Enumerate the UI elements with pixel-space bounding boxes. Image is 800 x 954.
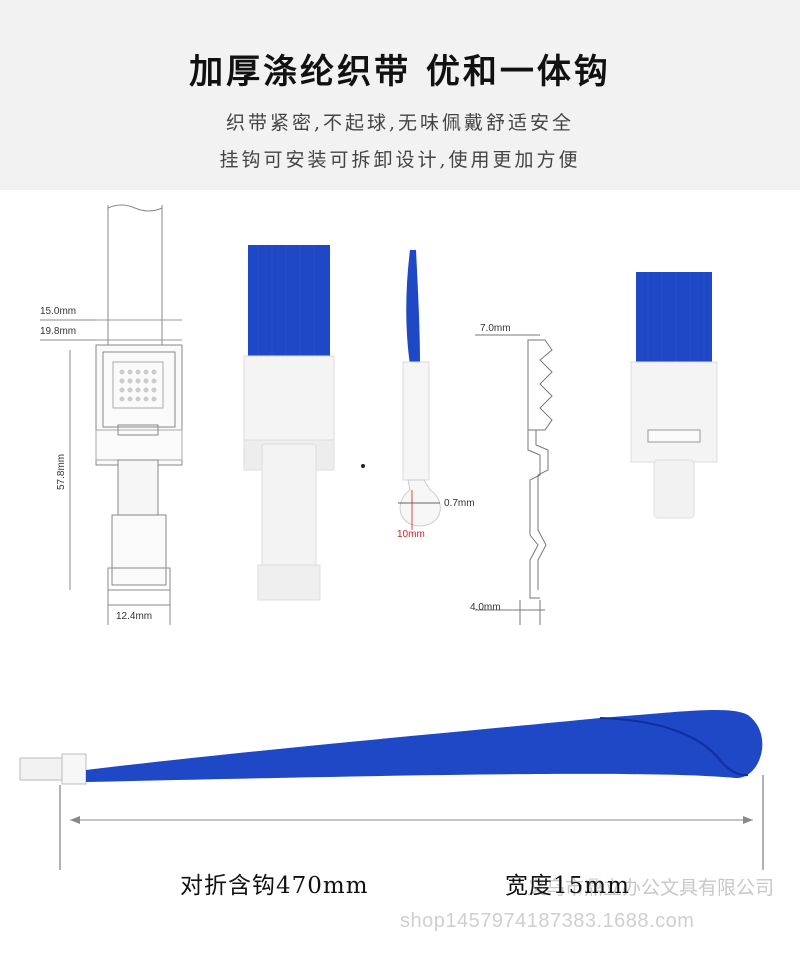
subtitle-line-2: 挂钩可安装可拆卸设计,使用更加方便 — [219, 149, 581, 171]
dim-hook-thickness: 0.7mm — [444, 498, 475, 509]
dim-hook-diameter: 10mm — [397, 529, 425, 540]
dim-width-outer: 15.0mm — [40, 306, 76, 317]
page-title: 加厚涤纶织带 优和一体钩 — [189, 52, 611, 92]
subtitle-line-1: 织带紧密,不起球,无味佩戴舒适安全 — [225, 112, 575, 134]
grip-dot-pattern — [119, 369, 157, 402]
lanyard-illustration — [19, 709, 764, 870]
dim-height-clip: 57.8mm — [56, 454, 67, 490]
width-caption: 宽度15mm — [505, 873, 630, 899]
bullet-marker — [361, 464, 365, 468]
header-band — [0, 0, 800, 190]
dim-profile-bottom: 4.0mm — [470, 602, 501, 613]
clip-side-view — [398, 250, 441, 530]
clip-front-view — [243, 245, 335, 601]
clip-back-view — [630, 272, 718, 519]
hook-profile-drawing — [475, 334, 553, 625]
dim-width-clip: 19.8mm — [40, 326, 76, 337]
product-diagram: 15.0mm 19.8mm 57.8mm 12.4mm 0.7mm 10mm — [40, 204, 718, 625]
length-caption: 对折含钩470mm — [180, 873, 369, 899]
clip-technical-drawing — [40, 204, 183, 625]
watermark-url: shop1457974187383.1688.com — [400, 910, 695, 932]
dim-width-bottom: 12.4mm — [116, 611, 152, 622]
watermark-company: 义乌市鼎立办公文具有限公司 — [527, 877, 775, 899]
dim-profile-top: 7.0mm — [480, 323, 511, 334]
